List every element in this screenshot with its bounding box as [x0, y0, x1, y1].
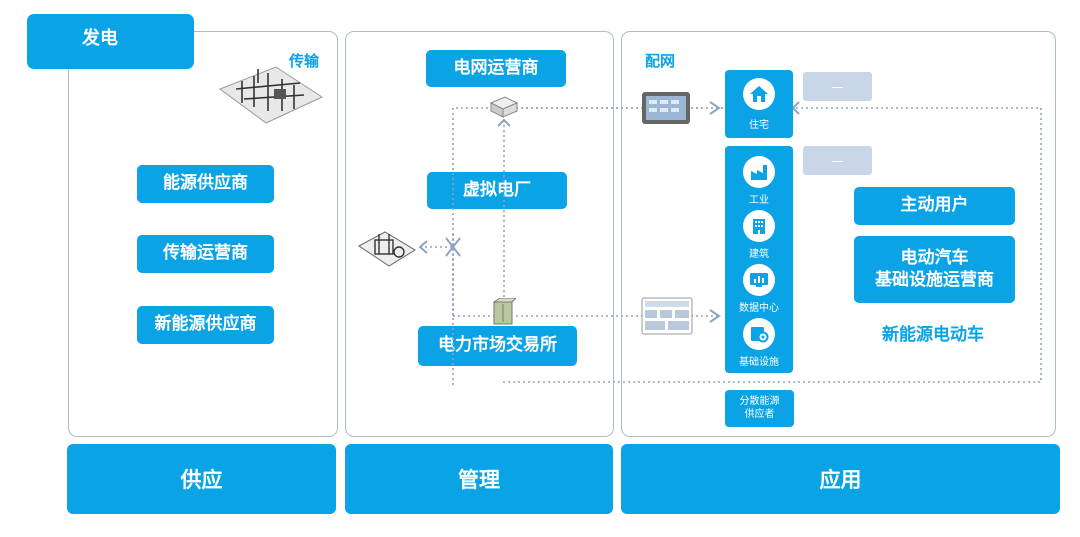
residence-label: 住宅: [749, 120, 769, 131]
supply-item-new-energy-supplier[interactable]: 新能源供应商: [137, 306, 274, 344]
distributed-supplier-box[interactable]: 分散能源 供应者: [725, 390, 794, 427]
chart-icon: [743, 264, 775, 296]
distribution-network-label: 配网: [645, 52, 676, 70]
distributed-supplier-label: 分散能源 供应者: [739, 396, 780, 420]
management-footer[interactable]: 管理: [345, 444, 613, 514]
group-label-building: 建筑: [749, 249, 769, 260]
house-icon: [743, 78, 775, 110]
cabinet-device-icon: [492, 298, 516, 325]
application-footer[interactable]: 应用: [621, 444, 1060, 514]
dashboard-monitor: [641, 297, 693, 335]
gear-icon: [743, 318, 775, 350]
control-panel-monitor: [642, 92, 690, 124]
generator-illustration: [358, 231, 416, 267]
grid-device-icon: [489, 96, 519, 118]
virtual-power-plant-button[interactable]: 虚拟电厂: [427, 172, 567, 209]
transmission-label: 传输: [289, 52, 320, 70]
supply-item-energy-supplier[interactable]: 能源供应商: [137, 165, 274, 203]
factory-icon: [743, 156, 775, 188]
building-icon: [743, 210, 775, 242]
grid-operator-button[interactable]: 电网运营商: [426, 50, 566, 87]
substation-illustration: [218, 66, 324, 124]
group-label-infrastructure: 基础设施: [739, 357, 779, 368]
new-energy-ev-label: 新能源电动车: [882, 325, 984, 345]
groups-chip: —: [803, 146, 872, 175]
group-label-industry: 工业: [749, 195, 769, 206]
power-market-button[interactable]: 电力市场交易所: [418, 326, 577, 366]
residence-chip: —: [803, 72, 872, 101]
ev-infrastructure-operator-button[interactable]: 电动汽车 基础设施运营商: [854, 236, 1015, 303]
supply-footer[interactable]: 供应: [67, 444, 336, 514]
active-user-button[interactable]: 主动用户: [854, 187, 1015, 225]
supply-item-transmission-operator[interactable]: 传输运营商: [137, 235, 274, 273]
group-label-datacenter: 数据中心: [739, 303, 779, 314]
generation-tab[interactable]: 发电: [27, 14, 194, 69]
